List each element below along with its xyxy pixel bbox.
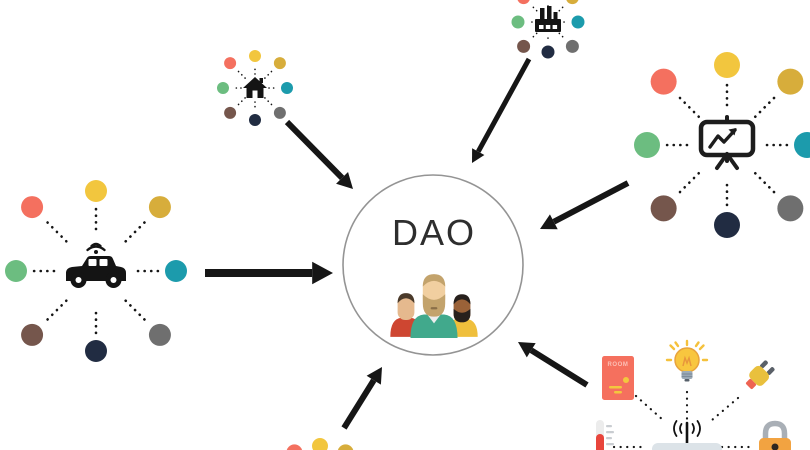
cluster-connected-car [5,180,187,362]
cluster-dot-top [249,50,261,62]
arrow-bottom-to-dao [341,367,382,430]
arrow-factory-to-dao [472,57,532,163]
cluster-dot-bottom-right [148,323,171,346]
cluster-dot-left [511,15,525,29]
spoke-dotted-line [529,3,538,12]
home-icon [243,77,267,98]
arrow-shaft [341,378,377,430]
cluster-dot-top-left [21,196,44,219]
cluster-dot-bottom-left [517,39,531,53]
thermometer-icon [596,420,614,450]
arrow-head [472,148,485,163]
diagram-render-root: ROOM [5,0,810,450]
cluster-dot-right [571,15,585,29]
cluster-dot-bottom [85,340,107,362]
dao-circle [342,174,524,356]
cluster-dot-bottom-right [565,39,579,53]
cluster-dot-right [794,132,810,158]
cluster-dot-top-right [777,68,804,95]
cluster-dot-bottom [714,212,740,238]
cluster-dot-left [634,132,660,158]
cluster-dot-top-left [224,57,237,70]
cluster-factory [511,0,585,59]
dao-label: DAO [392,212,476,253]
arrow-shaft [476,57,532,153]
cluster-analytics-board [634,52,810,238]
device-dotted-link [710,396,740,422]
presentation-chart-icon [698,115,756,170]
spoke-dotted-line [235,97,246,108]
cluster-dot-bottom [249,114,261,126]
cluster-dot-top-left [650,68,677,95]
spoke-dotted-line [558,32,567,41]
cluster-dot-top-right [337,444,354,450]
cluster-dot-top-right [273,57,286,70]
cluster-smart-devices: ROOM [596,339,791,450]
arrow-head [518,342,536,358]
padlock-icon [759,420,791,450]
arrow-head [312,261,333,285]
cluster-dot-left [5,260,27,282]
spoke-dotted-line [235,68,246,79]
spoke-dotted-line [753,93,779,119]
cluster-dot-bottom-left [650,195,677,222]
cluster-bottom-edge [286,438,354,450]
cluster-dot-bottom-right [777,195,804,222]
spoke-dotted-line [529,32,538,41]
arrow-head [540,214,558,230]
spoke-dotted-line [675,171,701,197]
arrow-head [366,367,382,385]
cluster-smart-home [217,50,293,126]
spoke-dotted-line [753,171,779,197]
lightbulb-icon [665,339,709,382]
cluster-dot-bottom-left [21,323,44,346]
spoke-dotted-line [42,217,68,243]
cluster-dot-bottom-right [273,106,286,119]
arrow-head [336,171,353,189]
car-icon [66,242,126,288]
wifi-hub-icon [652,420,722,450]
spoke-dotted-line [42,299,68,325]
cluster-dot-top [85,180,107,202]
people-group-icon [390,274,478,338]
arrow-board-to-dao [540,180,630,230]
cluster-dot-right [281,82,293,94]
cluster-dot-top [312,438,328,450]
arrow-shaft [552,180,630,225]
device-dotted-link [634,394,665,422]
cluster-dot-top-left [517,0,530,5]
cluster-dot-top-right [148,196,171,219]
spoke-dotted-line [558,3,567,12]
factory-icon [535,6,561,32]
cluster-dot-bottom [541,45,555,59]
cluster-dot-bottom-left [224,106,237,119]
arrow-shaft [529,347,589,388]
cluster-dot-top-left [286,444,303,450]
room-panel-label: ROOM [607,362,628,368]
power-plug-icon [745,360,775,390]
arrow-home-to-dao [284,119,353,189]
arrow-shaft [284,119,345,180]
arrow-car-to-dao [205,261,333,285]
cluster-dot-top [714,52,740,78]
arrow-devices-to-dao [518,342,589,388]
spoke-dotted-line [124,299,150,325]
spoke-dotted-line [124,217,150,243]
room-panel-icon: ROOM [602,356,634,400]
spoke-dotted-line [264,97,275,108]
spoke-dotted-line [675,93,701,119]
cluster-dot-right [165,260,187,282]
cluster-dot-top-right [566,0,579,5]
spoke-dotted-line [264,68,275,79]
cluster-dot-left [217,82,229,94]
